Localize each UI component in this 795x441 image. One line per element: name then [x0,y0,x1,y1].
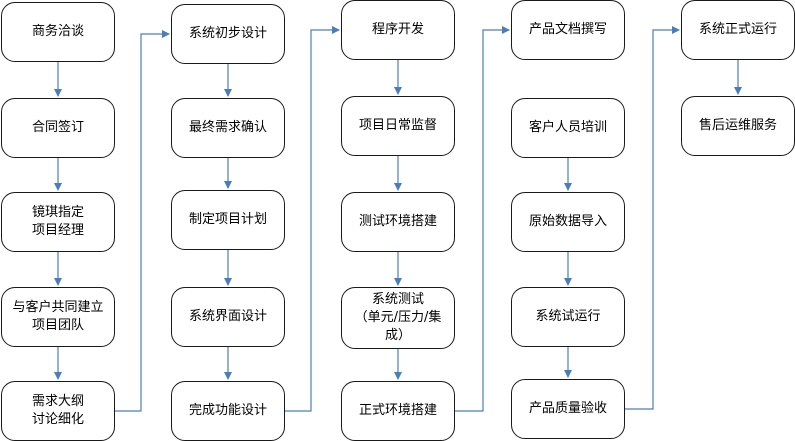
step-contract-signing: 合同签订 [1,98,115,158]
step-business-negotiation: 商务洽谈 [1,2,115,62]
edge-col1-to-col2 [115,30,170,412]
step-requirements-refinement: 需求大纲 讨论细化 [1,381,115,441]
edge-col4-to-col5 [625,26,680,410]
step-function-design: 完成功能设计 [171,381,285,441]
step-project-plan: 制定项目计划 [171,190,285,250]
step-assign-project-manager: 镜琪指定 项目经理 [1,192,115,252]
step-official-launch: 系统正式运行 [681,0,795,60]
edge-col2-to-col3 [285,26,340,412]
step-final-requirements: 最终需求确认 [171,98,285,158]
step-product-documentation: 产品文档撰写 [511,0,625,60]
step-ui-design: 系统界面设计 [171,287,285,347]
step-data-import: 原始数据导入 [511,192,625,252]
step-trial-run: 系统试运行 [511,287,625,347]
step-production-environment: 正式环境搭建 [341,381,455,441]
step-build-project-team: 与客户共同建立 项目团队 [1,287,115,347]
step-preliminary-design: 系统初步设计 [171,4,285,64]
step-program-development: 程序开发 [341,0,455,60]
edge-col3-to-col4 [455,26,510,412]
step-test-environment: 测试环境搭建 [341,192,455,252]
step-after-sales-service: 售后运维服务 [681,96,795,156]
step-customer-training: 客户人员培训 [511,98,625,158]
step-daily-supervision: 项目日常监督 [341,96,455,156]
step-system-testing: 系统测试 （单元/压力/集 成） [341,287,455,349]
step-quality-acceptance: 产品质量验收 [511,379,625,439]
